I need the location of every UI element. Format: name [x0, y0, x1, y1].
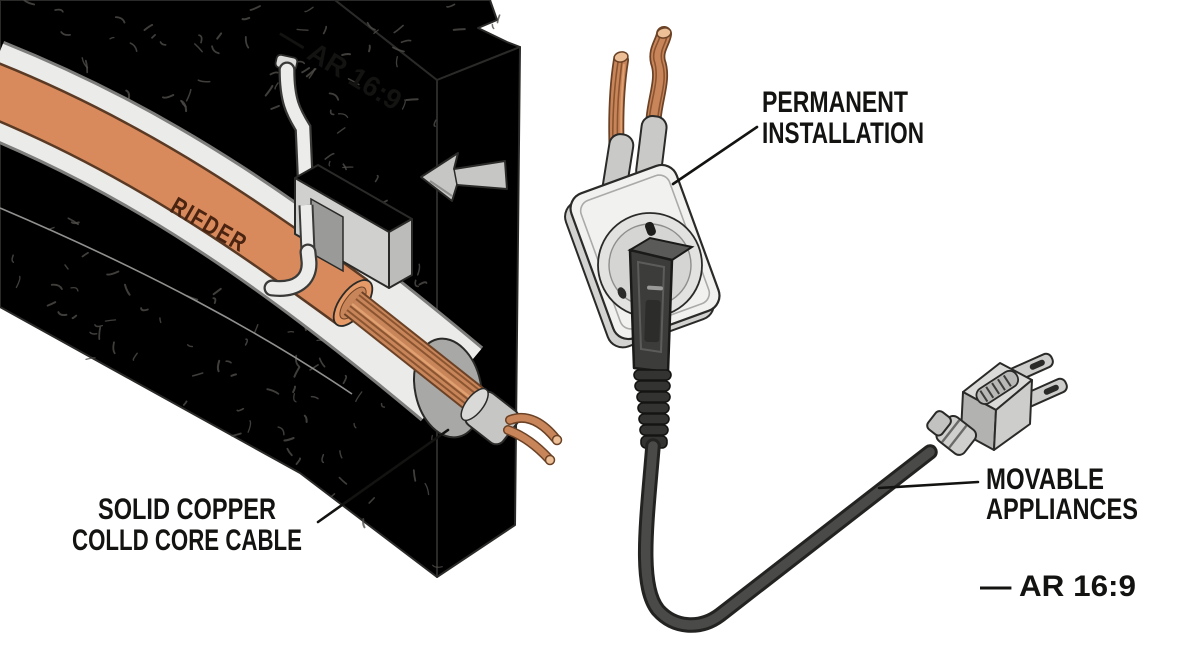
- cable-label-line1: SOLID COPPER: [98, 493, 276, 526]
- strand-tip: [544, 454, 556, 466]
- plug-label-line1: MOVABLE: [986, 463, 1104, 496]
- wall-cut-face: [436, 46, 521, 578]
- cable-label-line2: COLLD CORE CABLE: [72, 524, 302, 557]
- conduit-pipe: [274, 53, 315, 205]
- strand-tip: [551, 434, 563, 446]
- direction-arrow: [420, 152, 508, 202]
- wire-cut-tip: [656, 27, 672, 39]
- concrete-speckle-texture: [11, 0, 501, 568]
- outlet-leader-line: [671, 125, 759, 186]
- supply-wire-left: [601, 51, 635, 199]
- conduit-clamp: [294, 164, 413, 289]
- portable-plug-collar: [926, 410, 978, 456]
- copper-bundle-stripes: [346, 294, 499, 421]
- wall-plug-bevel: [636, 260, 666, 354]
- outlet: [564, 26, 721, 449]
- outlet-label-line2: INSTALLATION: [762, 117, 924, 150]
- copper-strand-tips: [503, 412, 563, 466]
- wall-plug-recess: [644, 299, 661, 343]
- wall-groove-line: [0, 207, 353, 395]
- plug-grip-ribs: [975, 369, 1020, 405]
- outlet-pin-hole: [644, 221, 656, 236]
- wire-cut-tip: [613, 51, 629, 63]
- power-cord: [637, 438, 938, 633]
- plug-leader-line: [877, 480, 980, 490]
- supply-wire-right: [635, 26, 672, 184]
- cable-end-assembly: [332, 279, 563, 466]
- plug-strain-relief: [633, 369, 672, 449]
- conduit-pipe-lower: [263, 243, 318, 297]
- copper-bundle-highlight: [351, 303, 492, 415]
- plug-label-line2: APPLIANCES: [986, 493, 1138, 526]
- wall-plug-marking: [647, 285, 663, 291]
- outlet-side-hole: [617, 287, 627, 299]
- bottom-aspect-tag: — AR 16:9: [980, 570, 1136, 603]
- portable-plug: [926, 352, 1068, 456]
- outlet-label-line1: PERMANENT: [762, 86, 908, 119]
- cable-leader-line: [316, 428, 450, 524]
- copper-bundle: [344, 292, 501, 424]
- plug-body-right: [993, 379, 1033, 451]
